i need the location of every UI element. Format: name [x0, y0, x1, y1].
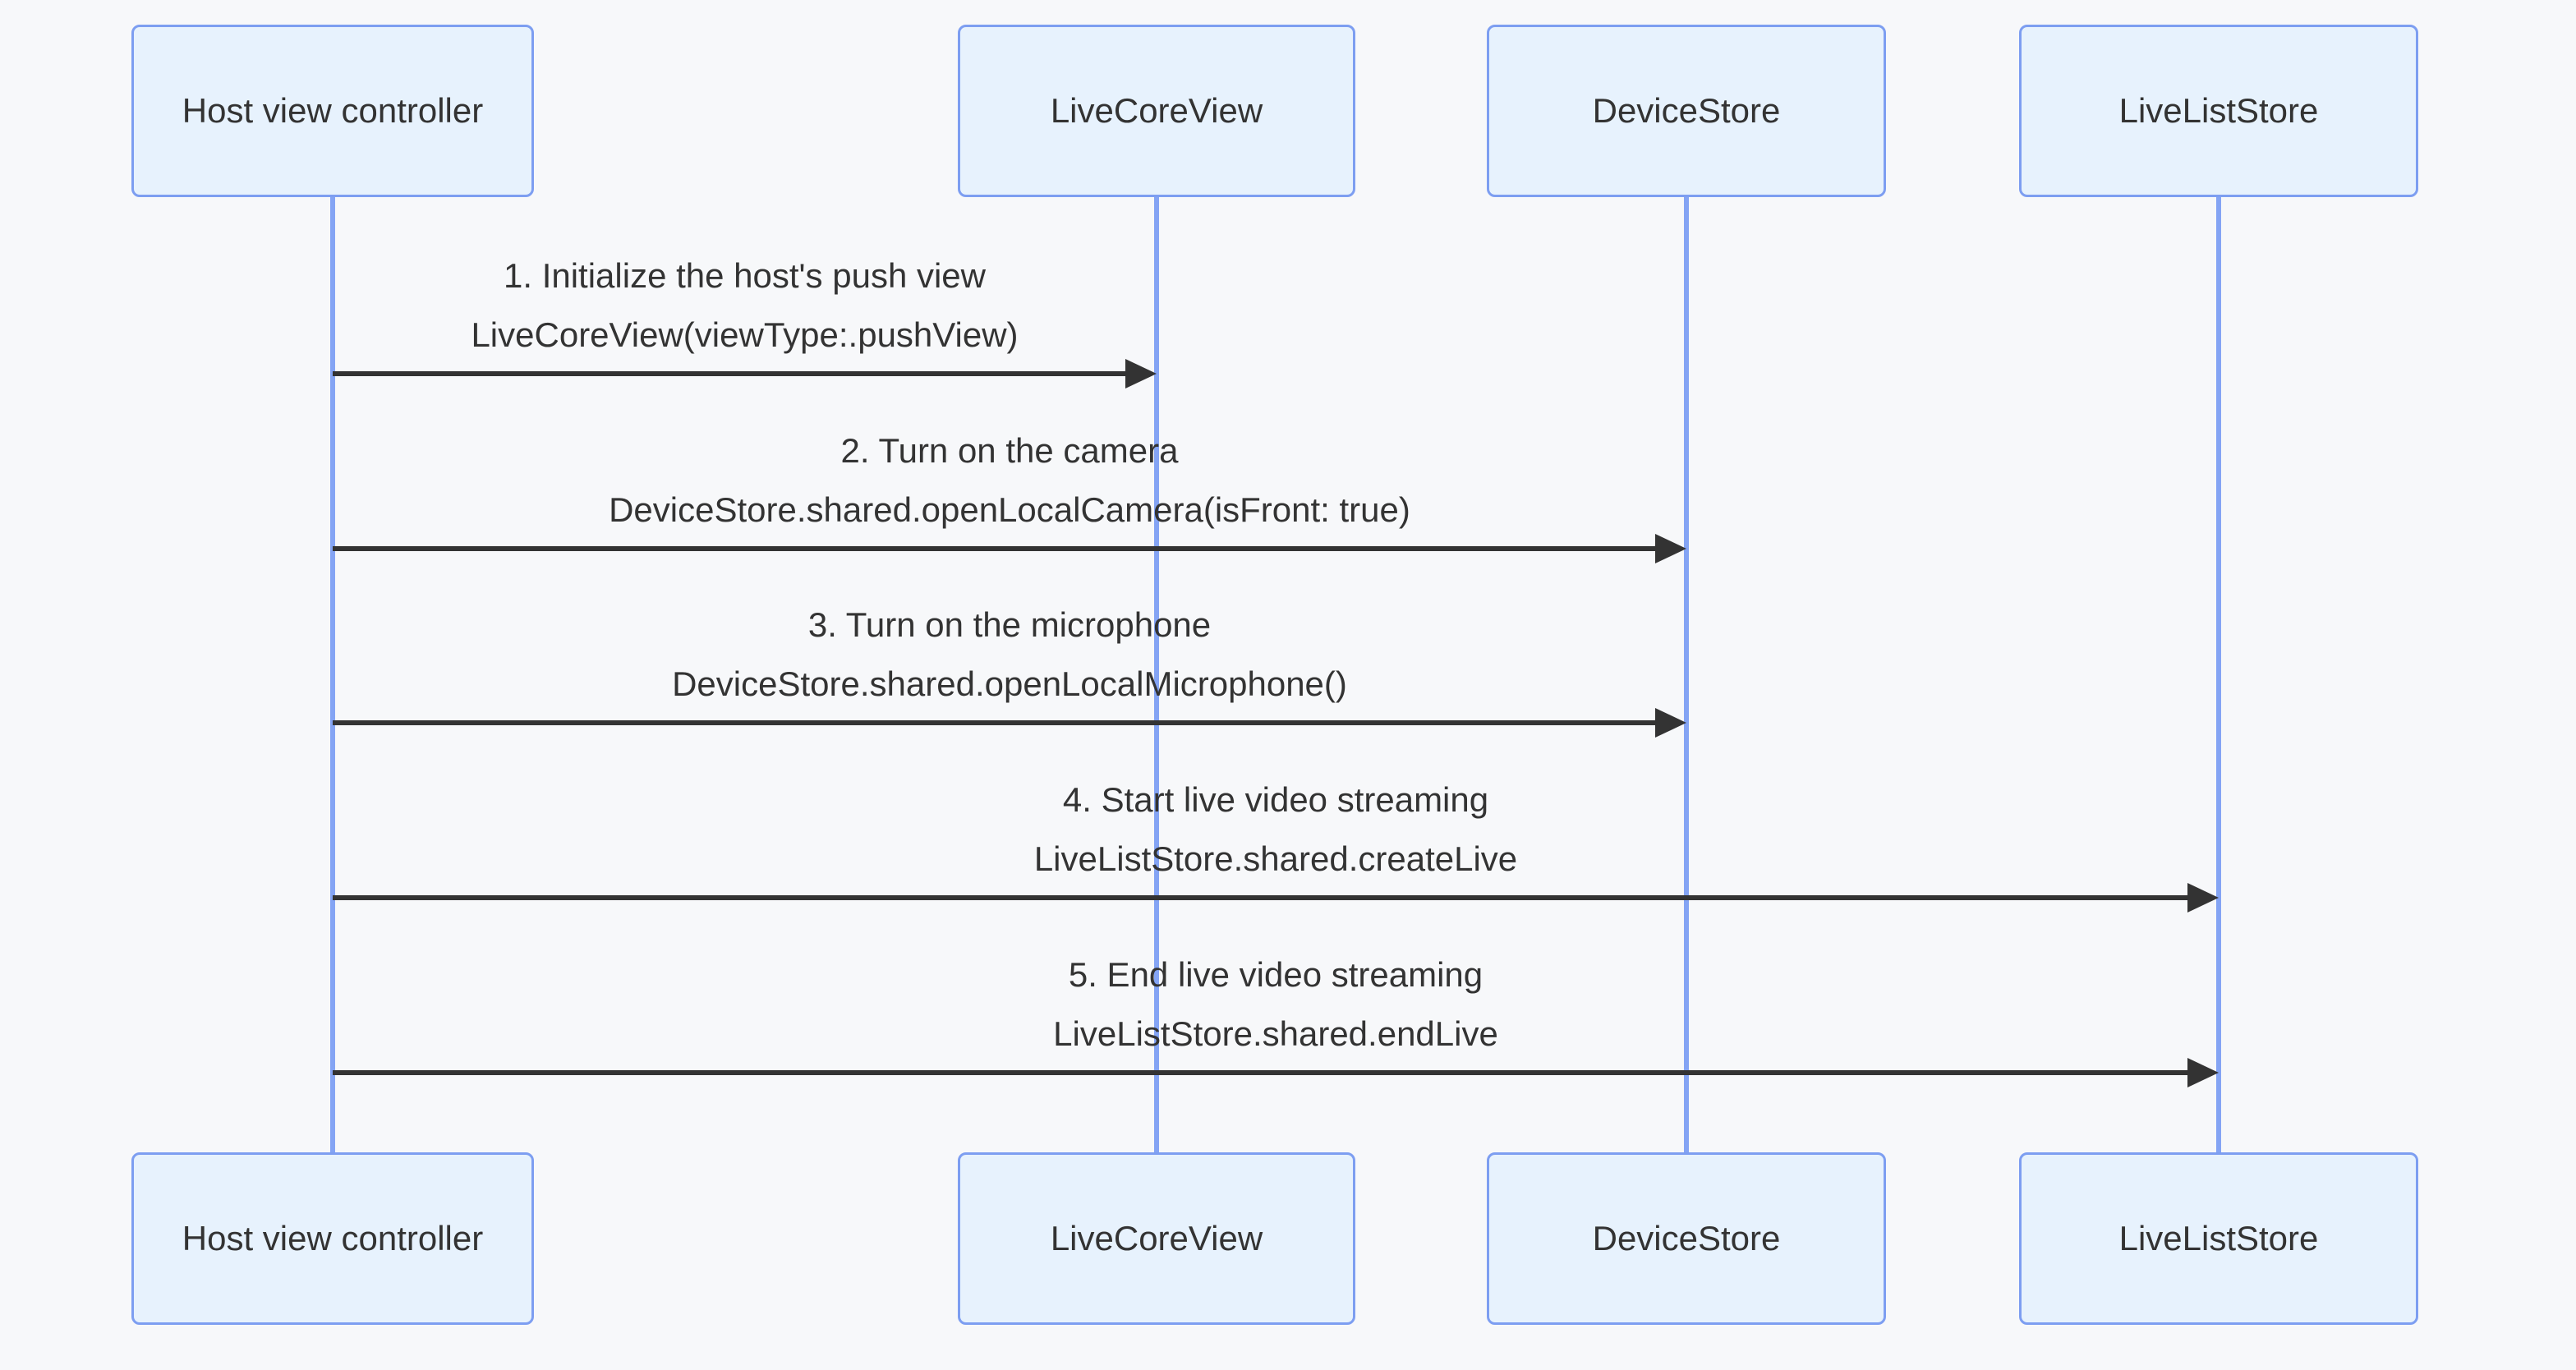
- message-5-code: LiveListStore.shared.endLive: [1053, 1014, 1498, 1053]
- lifeline-live-core-view: [1154, 197, 1159, 1152]
- arrowhead-icon: [1125, 359, 1157, 388]
- message-5-label: 5. End live video streaming LiveListStor…: [333, 945, 2219, 1064]
- participant-label: LiveListStore: [2118, 91, 2319, 130]
- arrowhead-icon: [1655, 534, 1686, 563]
- participant-box-host-view-controller-top: Host view controller: [131, 25, 534, 197]
- arrow-line: [333, 546, 1662, 551]
- lifeline-host-view-controller: [330, 197, 335, 1152]
- arrow-line: [333, 1070, 2194, 1075]
- arrowhead-icon: [2187, 883, 2219, 913]
- arrowhead-icon: [2187, 1058, 2219, 1087]
- arrowhead-icon: [1655, 708, 1686, 738]
- arrow-line: [333, 895, 2194, 900]
- message-3-label: 3. Turn on the microphone DeviceStore.sh…: [333, 595, 1686, 714]
- lifeline-live-list-store: [2216, 197, 2221, 1152]
- participant-label: LiveCoreView: [1050, 91, 1263, 130]
- message-4-code: LiveListStore.shared.createLive: [1033, 839, 1518, 878]
- message-4-arrow: [333, 883, 2219, 913]
- message-2-code: DeviceStore.shared.openLocalCamera(isFro…: [609, 490, 1410, 529]
- message-1-title: 1. Initialize the host's push view: [504, 256, 986, 295]
- lifeline-device-store: [1684, 197, 1689, 1152]
- participant-box-device-store-bottom: DeviceStore: [1487, 1152, 1886, 1325]
- participant-label: LiveCoreView: [1050, 1219, 1263, 1257]
- participant-label: DeviceStore: [1592, 91, 1781, 130]
- participant-box-live-core-view-top: LiveCoreView: [958, 25, 1355, 197]
- message-5-title: 5. End live video streaming: [1068, 955, 1484, 994]
- participant-label: Host view controller: [182, 91, 484, 130]
- participant-label: DeviceStore: [1592, 1219, 1781, 1257]
- message-3-code: DeviceStore.shared.openLocalMicrophone(): [672, 664, 1347, 703]
- message-4-label: 4. Start live video streaming LiveListSt…: [333, 770, 2219, 889]
- participant-box-host-view-controller-bottom: Host view controller: [131, 1152, 534, 1325]
- message-3-title: 3. Turn on the microphone: [807, 605, 1212, 644]
- message-4-title: 4. Start live video streaming: [1062, 780, 1489, 819]
- arrow-line: [333, 371, 1132, 376]
- participant-label: LiveListStore: [2118, 1219, 2319, 1257]
- message-1-label: 1. Initialize the host's push view LiveC…: [333, 246, 1157, 365]
- participant-box-live-list-store-top: LiveListStore: [2019, 25, 2418, 197]
- message-2-arrow: [333, 534, 1686, 563]
- participant-label: Host view controller: [182, 1219, 484, 1257]
- participant-box-live-list-store-bottom: LiveListStore: [2019, 1152, 2418, 1325]
- message-2-title: 2. Turn on the camera: [840, 431, 1179, 470]
- participant-box-live-core-view-bottom: LiveCoreView: [958, 1152, 1355, 1325]
- participant-box-device-store-top: DeviceStore: [1487, 25, 1886, 197]
- message-2-label: 2. Turn on the camera DeviceStore.shared…: [333, 421, 1686, 540]
- message-3-arrow: [333, 708, 1686, 738]
- message-1-arrow: [333, 359, 1157, 388]
- arrow-line: [333, 720, 1662, 725]
- message-1-code: LiveCoreView(viewType:.pushView): [471, 315, 1019, 354]
- message-5-arrow: [333, 1058, 2219, 1087]
